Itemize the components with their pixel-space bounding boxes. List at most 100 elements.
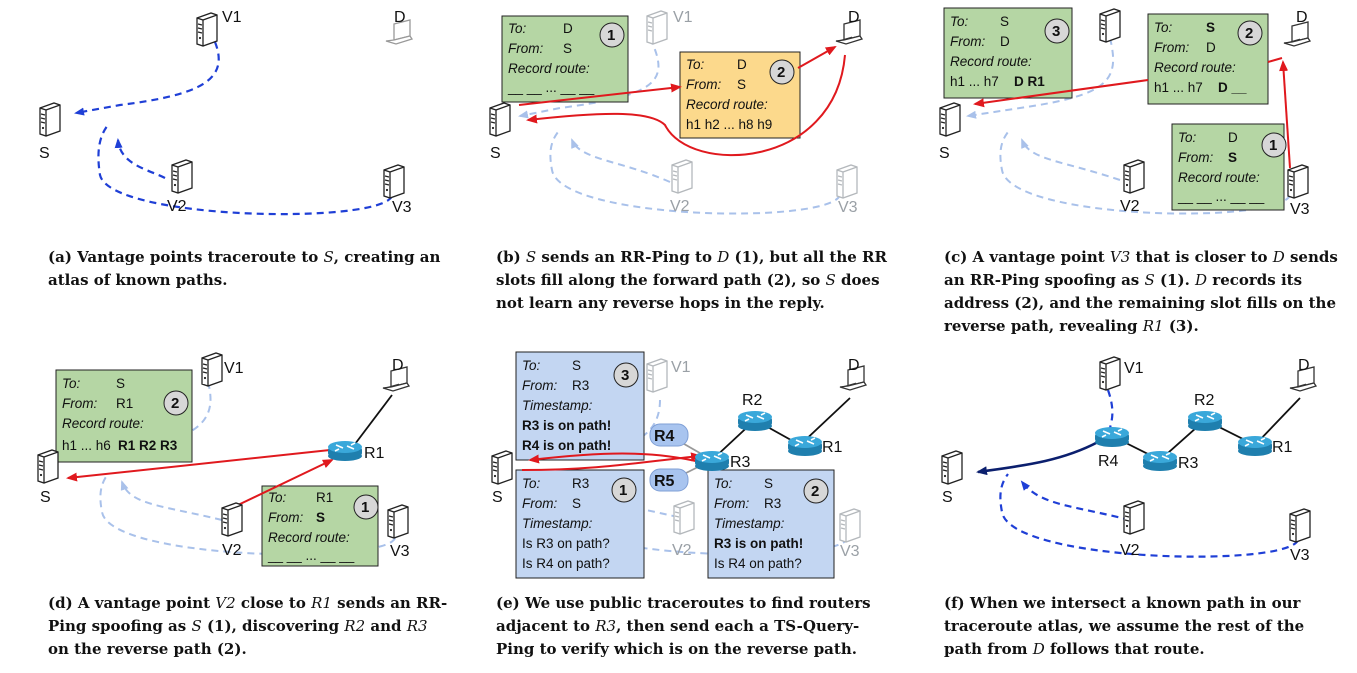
svg-text:3: 3: [621, 367, 629, 384]
d-badge-1: 1: [353, 494, 379, 520]
f-v3-label: V3: [1290, 547, 1310, 564]
b-v1-label: V1: [673, 9, 693, 26]
svg-text:__ __ ... __ __: __ __ ... __ __: [507, 80, 595, 95]
svg-text:h1 h2 ... h8 h9: h1 h2 ... h8 h9: [686, 117, 772, 132]
d-r1-label: R1: [364, 445, 385, 462]
svg-text:Is R4 on path?: Is R4 on path?: [522, 556, 610, 571]
e-r5-label: R5: [654, 473, 675, 490]
e-d-label: D: [848, 357, 860, 374]
f-r1-label: R1: [1272, 439, 1293, 456]
f-r4-router-icon: [1094, 426, 1130, 448]
f-v3-server-icon: [1289, 508, 1311, 543]
svg-text:2: 2: [171, 395, 179, 412]
f-v1-label: V1: [1124, 360, 1144, 377]
d-v1-server-icon: [201, 352, 223, 387]
a-path-v1: [74, 41, 220, 116]
svg-text:h1 ... h7: h1 ... h7: [950, 74, 999, 89]
f-known-path: [976, 440, 1099, 476]
d-s-label: S: [40, 489, 51, 506]
b-badge-1: 1: [599, 22, 625, 48]
a-s-label: S: [39, 145, 50, 162]
svg-text:R4 is on path!: R4 is on path!: [522, 438, 611, 453]
f-r3-router-icon: [1142, 450, 1178, 472]
d-v2-server-icon: [221, 502, 243, 537]
b-s-label: S: [490, 145, 501, 162]
e-reply-arrow: [528, 452, 701, 464]
c-s-server-icon: [939, 102, 961, 137]
svg-text:D: D: [1228, 130, 1238, 145]
e-badge-3: 3: [613, 362, 639, 388]
svg-text:1: 1: [1269, 137, 1277, 154]
f-v2-label: V2: [1120, 542, 1140, 559]
svg-text:Record route:: Record route:: [686, 97, 768, 112]
e-v2-server-icon: [673, 500, 695, 535]
c-v3-label: V3: [1290, 201, 1310, 218]
b-reply-arrow: [526, 54, 846, 157]
svg-text:2: 2: [1245, 25, 1253, 42]
e-r1-label: R1: [822, 439, 843, 456]
a-v2-server-icon: [171, 159, 193, 194]
e-v1-server-icon: [646, 358, 668, 393]
f-v2-server-icon: [1123, 500, 1145, 535]
svg-text:S: S: [1228, 150, 1237, 165]
d-r1-router-icon: [327, 440, 363, 462]
svg-text:S: S: [764, 476, 773, 491]
svg-text:To:: To:: [950, 14, 969, 29]
svg-text:1: 1: [607, 27, 615, 44]
b-badge-2: 2: [769, 59, 795, 85]
svg-text:Record route:: Record route:: [268, 530, 350, 545]
e-v3-label: V3: [840, 543, 860, 560]
e-r2-label: R2: [742, 392, 763, 409]
b-forward-arrow: [518, 83, 682, 106]
d-s-server-icon: [37, 449, 59, 484]
svg-text:From:: From:: [950, 34, 985, 49]
d-d-label: D: [392, 357, 404, 374]
c-badge-2: 2: [1237, 20, 1263, 46]
e-s-server-icon: [491, 450, 513, 485]
d-v2-label: V2: [222, 542, 242, 559]
caption-d: (d) A vantage point V2 close to R1 sends…: [48, 594, 448, 658]
panel-c: To: S From: D Record route: h1 ... h7 D …: [939, 7, 1311, 218]
a-v1-label: V1: [222, 9, 242, 26]
svg-text:To:: To:: [508, 21, 527, 36]
svg-text:Timestamp:: Timestamp:: [714, 516, 785, 531]
svg-text:S: S: [572, 496, 581, 511]
svg-text:S: S: [563, 41, 572, 56]
svg-text:Is R4 on path?: Is R4 on path?: [714, 556, 802, 571]
e-r3-router-icon: [694, 450, 730, 472]
panel-d: To: S From: R1 Record route: h1 ... h6 R…: [37, 352, 410, 567]
b-v3-label: V3: [838, 199, 858, 216]
svg-text:S: S: [737, 77, 746, 92]
e-badge-1: 1: [611, 477, 637, 503]
svg-text:__ __ ... __ __: __ __ ... __ __: [1177, 189, 1265, 204]
svg-text:From:: From:: [62, 396, 97, 411]
svg-text:R3: R3: [764, 496, 781, 511]
a-path-v3: [97, 124, 394, 216]
c-badge-3: 3: [1044, 18, 1070, 44]
svg-text:S: S: [572, 358, 581, 373]
svg-text:S: S: [1206, 20, 1215, 35]
e-r2-router-icon: [737, 410, 773, 432]
e-v1-label: V1: [671, 359, 691, 376]
e-badge-2: 2: [803, 478, 829, 504]
svg-text:From:: From:: [714, 496, 749, 511]
d-box-2: To: S From: R1 Record route: h1 ... h6 R…: [55, 369, 193, 463]
svg-text:D: D: [1206, 40, 1216, 55]
svg-text:R3 is on path!: R3 is on path!: [522, 418, 611, 433]
svg-text:2: 2: [777, 64, 785, 81]
svg-text:From:: From:: [522, 378, 557, 393]
f-r1-router-icon: [1237, 435, 1273, 457]
f-s-server-icon: [941, 450, 963, 485]
svg-text:D: D: [1000, 34, 1010, 49]
svg-text:S: S: [1000, 14, 1009, 29]
e-r3-label: R3: [730, 454, 751, 471]
f-s-label: S: [942, 489, 953, 506]
caption-a: (a) Vantage points traceroute to S, crea…: [48, 248, 441, 289]
svg-text:2: 2: [811, 483, 819, 500]
caption-e: (e) We use public traceroutes to find ro…: [496, 594, 871, 658]
b-v1-server-icon: [646, 10, 668, 45]
f-v1-server-icon: [1099, 356, 1121, 391]
svg-text:Record route:: Record route:: [1178, 170, 1260, 185]
c-spoof-arrow: [1279, 60, 1291, 169]
d-v1-label: V1: [224, 360, 244, 377]
